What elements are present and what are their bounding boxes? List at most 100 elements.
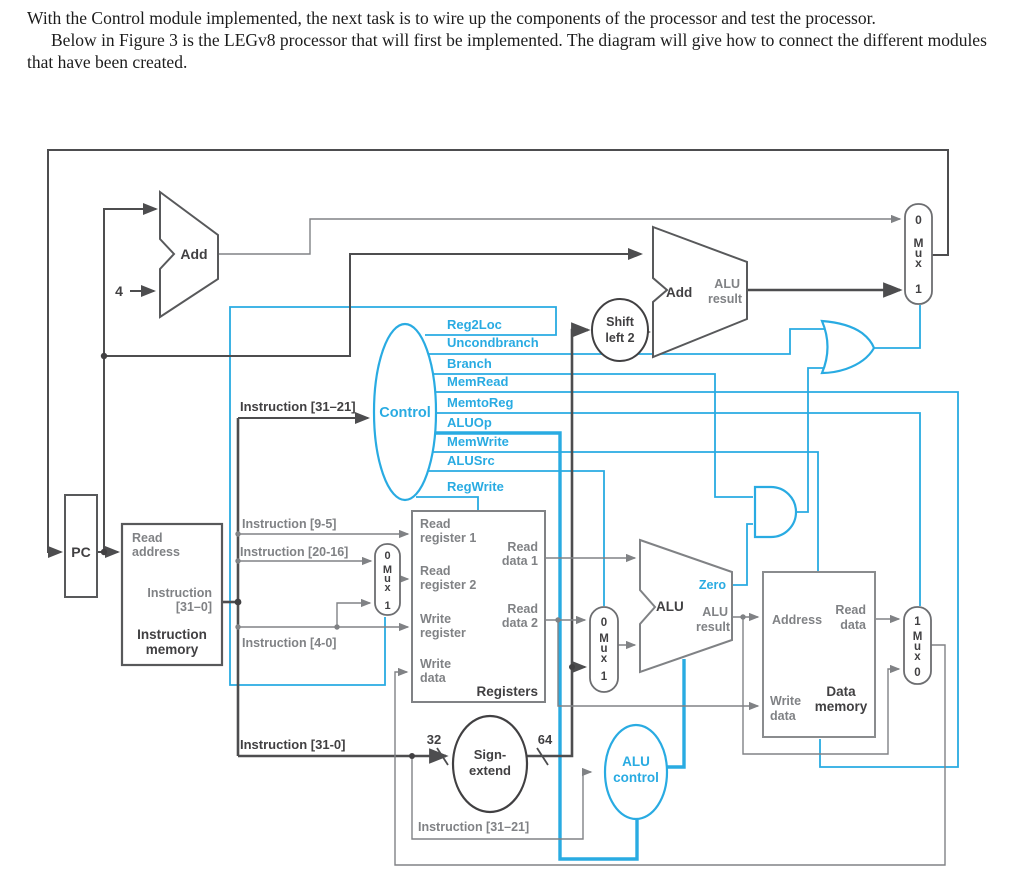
- memtoreg-mux-x: x: [914, 651, 921, 663]
- regs-read-data1-2: data 1: [502, 554, 538, 568]
- regs-read-reg2-1: Read: [420, 564, 451, 578]
- pcsrc-mux-x: x: [915, 256, 922, 270]
- dot: [740, 614, 746, 620]
- dmem-write-2: data: [770, 709, 797, 723]
- wire-and-to-or: [796, 367, 826, 513]
- signal-alusrc: ALUSrc: [447, 453, 495, 468]
- branch-adder-result-2: result: [708, 292, 743, 306]
- dot: [235, 558, 241, 564]
- wire-pc-input-loop: [47, 149, 949, 558]
- datapath-svg: PC Add 4 Add ALU result Read address Ins…: [47, 149, 959, 866]
- wire-signext-out: [527, 322, 591, 758]
- regs-read-reg1-1: Read: [420, 517, 451, 531]
- memtoreg-mux-0: 0: [914, 667, 920, 679]
- signal-reg2loc: Reg2Loc: [447, 317, 502, 332]
- imem-name-1: Instruction: [137, 627, 207, 642]
- alu-shape: [639, 538, 733, 674]
- signal-memwrite: MemWrite: [447, 434, 509, 449]
- dmem-address: Address: [772, 613, 822, 627]
- alu-control-1: ALU: [622, 754, 650, 769]
- memtoreg-mux-1: 1: [914, 616, 921, 628]
- regs-write-data-2: data: [420, 671, 447, 685]
- imem-read-address-1: Read: [132, 531, 163, 545]
- regs-write-data-1: Write: [420, 657, 451, 671]
- regs-read-data2-2: data 2: [502, 616, 538, 630]
- sign-extend-1: Sign-: [474, 747, 507, 762]
- dot: [234, 598, 242, 606]
- reg2loc-mux-0: 0: [384, 550, 390, 562]
- pcsrc-mux-0: 0: [915, 213, 922, 227]
- wire-reg2loc: [229, 306, 557, 686]
- alu-result-2: result: [696, 620, 731, 634]
- pc-adder-shape: [159, 190, 219, 319]
- pc-label: PC: [71, 544, 90, 560]
- shift-left2-oval: [591, 298, 649, 362]
- shift-left2-1: Shift: [606, 315, 635, 329]
- signal-memtoreg: MemtoReg: [447, 395, 514, 410]
- regs-write-reg-2: register: [420, 626, 466, 640]
- alu-control-oval: [603, 723, 669, 821]
- instruction-memory-box: [120, 522, 224, 667]
- wire-alu-bypass: [742, 617, 901, 755]
- dot: [569, 664, 575, 670]
- wire-memtoreg: [436, 412, 921, 606]
- memtoreg-mux-u: u: [914, 641, 921, 653]
- reg2loc-mux-1: 1: [384, 600, 390, 612]
- signal-branch: Branch: [447, 356, 492, 371]
- regs-name: Registers: [476, 684, 538, 699]
- reg2loc-mux: [374, 543, 401, 616]
- memtoreg-mux-m: M: [913, 631, 923, 643]
- alu-control-2: control: [613, 770, 659, 785]
- gray-wires: [218, 214, 946, 866]
- wire-alusrc: [427, 470, 605, 606]
- junction-dots: [100, 352, 746, 759]
- pc-box: [64, 494, 98, 598]
- imem-name-2: memory: [146, 642, 199, 657]
- alusrc-mux-0: 0: [601, 617, 607, 629]
- field-20-16-label: Instruction [20-16]: [240, 545, 348, 559]
- registers-box: [411, 510, 546, 703]
- dot: [235, 624, 241, 630]
- dmem-write-1: Write: [770, 694, 801, 708]
- alusrc-mux-m: M: [599, 633, 609, 645]
- legv8-datapath-figure: PC Add 4 Add ALU result Read address Ins…: [0, 147, 1024, 890]
- pcsrc-mux-m: M: [914, 236, 924, 250]
- intro-text: With the Control module implemented, the…: [27, 7, 1005, 73]
- alusrc-mux-1: 1: [601, 671, 608, 683]
- wire-instr-4-0-up: [336, 598, 372, 627]
- control-oval: [372, 322, 438, 502]
- wire-or-to-pcsrc-mux: [871, 305, 921, 349]
- branch-adder-result-1: ALU: [714, 277, 740, 291]
- imem-out-2: [31–0]: [176, 600, 212, 614]
- alusrc-mux-labels: 0 M u x 1: [599, 617, 609, 683]
- wire-pc-to-branch-add: [104, 248, 643, 357]
- field-31-21-label: Instruction [31–21]: [240, 399, 356, 414]
- width-32: 32: [427, 732, 441, 747]
- pcsrc-mux-labels: 0 M u x 1: [914, 213, 924, 296]
- sign-extend-2: extend: [469, 763, 511, 778]
- control-label: Control: [379, 405, 431, 421]
- dot: [555, 617, 561, 623]
- width-64: 64: [538, 732, 553, 747]
- slash-32: [436, 747, 449, 766]
- imem-out-1: Instruction: [147, 586, 212, 600]
- regs-write-reg-1: Write: [420, 612, 451, 626]
- regs-read-reg1-2: register 1: [420, 531, 476, 545]
- signal-uncondbranch: Uncondbranch: [447, 335, 539, 350]
- wire-pc-riser-to-add: [103, 203, 158, 552]
- memtoreg-mux-labels: 1 M u x 0: [913, 616, 923, 679]
- or-gate: [820, 319, 876, 375]
- constant-four: 4: [115, 283, 123, 299]
- wire-writeback: [394, 644, 946, 866]
- sign-extend-oval: [451, 714, 529, 814]
- regs-read-reg2-2: register 2: [420, 578, 476, 592]
- signal-regwrite: RegWrite: [447, 479, 504, 494]
- intro-paragraph-1: With the Control module implemented, the…: [27, 8, 876, 28]
- reg2loc-mux-x: x: [384, 582, 391, 594]
- dmem-read-1: Read: [835, 603, 866, 617]
- wire-instr-to-alu-control: [411, 756, 593, 840]
- alusrc-mux-u: u: [600, 643, 607, 655]
- regs-read-data1-1: Read: [507, 540, 538, 554]
- wire-regwrite: [416, 496, 479, 510]
- field-9-5-label: Instruction [9-5]: [242, 517, 336, 531]
